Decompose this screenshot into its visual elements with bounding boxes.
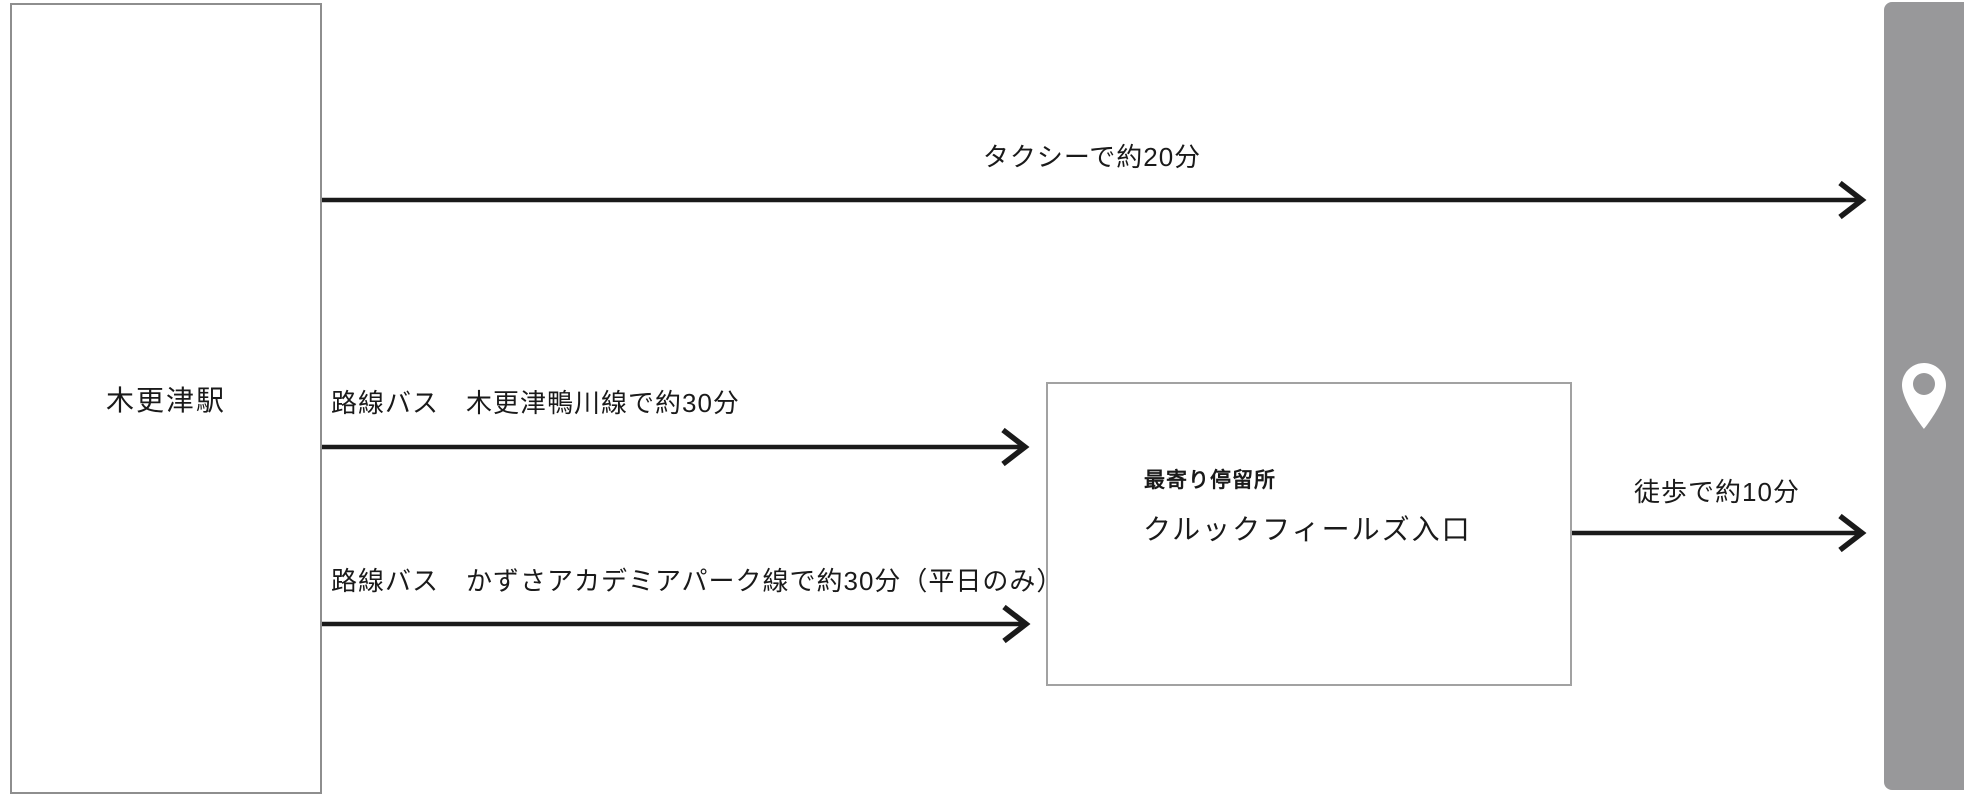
origin-station-label: 木更津駅 (105, 384, 226, 416)
walk-arrow (1572, 513, 1867, 553)
walk-route-label: 徒歩で約10分 (1634, 477, 1800, 507)
bus-stop-heading: 最寄り停留所 (1144, 469, 1276, 492)
bus-stop-box: 最寄り停留所 クルックフィールズ入口 (1046, 382, 1572, 686)
taxi-arrow (322, 180, 1867, 220)
taxi-route-label: タクシーで約20分 (982, 142, 1202, 172)
bus-academia-arrow (322, 604, 1031, 644)
map-pin-icon (1902, 363, 1946, 429)
destination-bar (1884, 2, 1964, 790)
origin-station-box: 木更津駅 (10, 3, 322, 794)
bus-academia-route-label: 路線バス かずさアカデミアパーク線で約30分（平日のみ） (331, 566, 1064, 596)
bus-kamogawa-arrow (322, 427, 1030, 467)
bus-stop-name: クルックフィールズ入口 (1143, 514, 1472, 545)
bus-kamogawa-route-label: 路線バス 木更津鴨川線で約30分 (331, 388, 740, 418)
